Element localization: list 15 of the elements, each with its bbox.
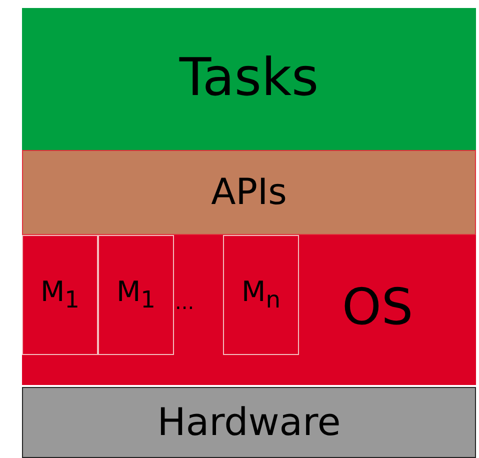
layer-band: [22, 8, 476, 150]
layer-label: Tasks: [179, 50, 319, 108]
module-box: [22, 235, 98, 355]
ellipsis-label: ...: [175, 290, 194, 314]
module-box: [223, 235, 299, 355]
layer-label: OS: [342, 280, 414, 335]
layer-band: [22, 235, 476, 385]
module-box: [98, 235, 174, 355]
layer-band: [22, 150, 476, 235]
layer-band: [22, 387, 476, 458]
layer-label: M$_{1}$: [116, 276, 156, 314]
layer-label: Hardware: [157, 402, 341, 444]
layer-label: M$_{n}$: [242, 276, 280, 314]
layer-label: APIs: [211, 172, 287, 212]
layer-label: M$_{1}$: [40, 276, 80, 314]
